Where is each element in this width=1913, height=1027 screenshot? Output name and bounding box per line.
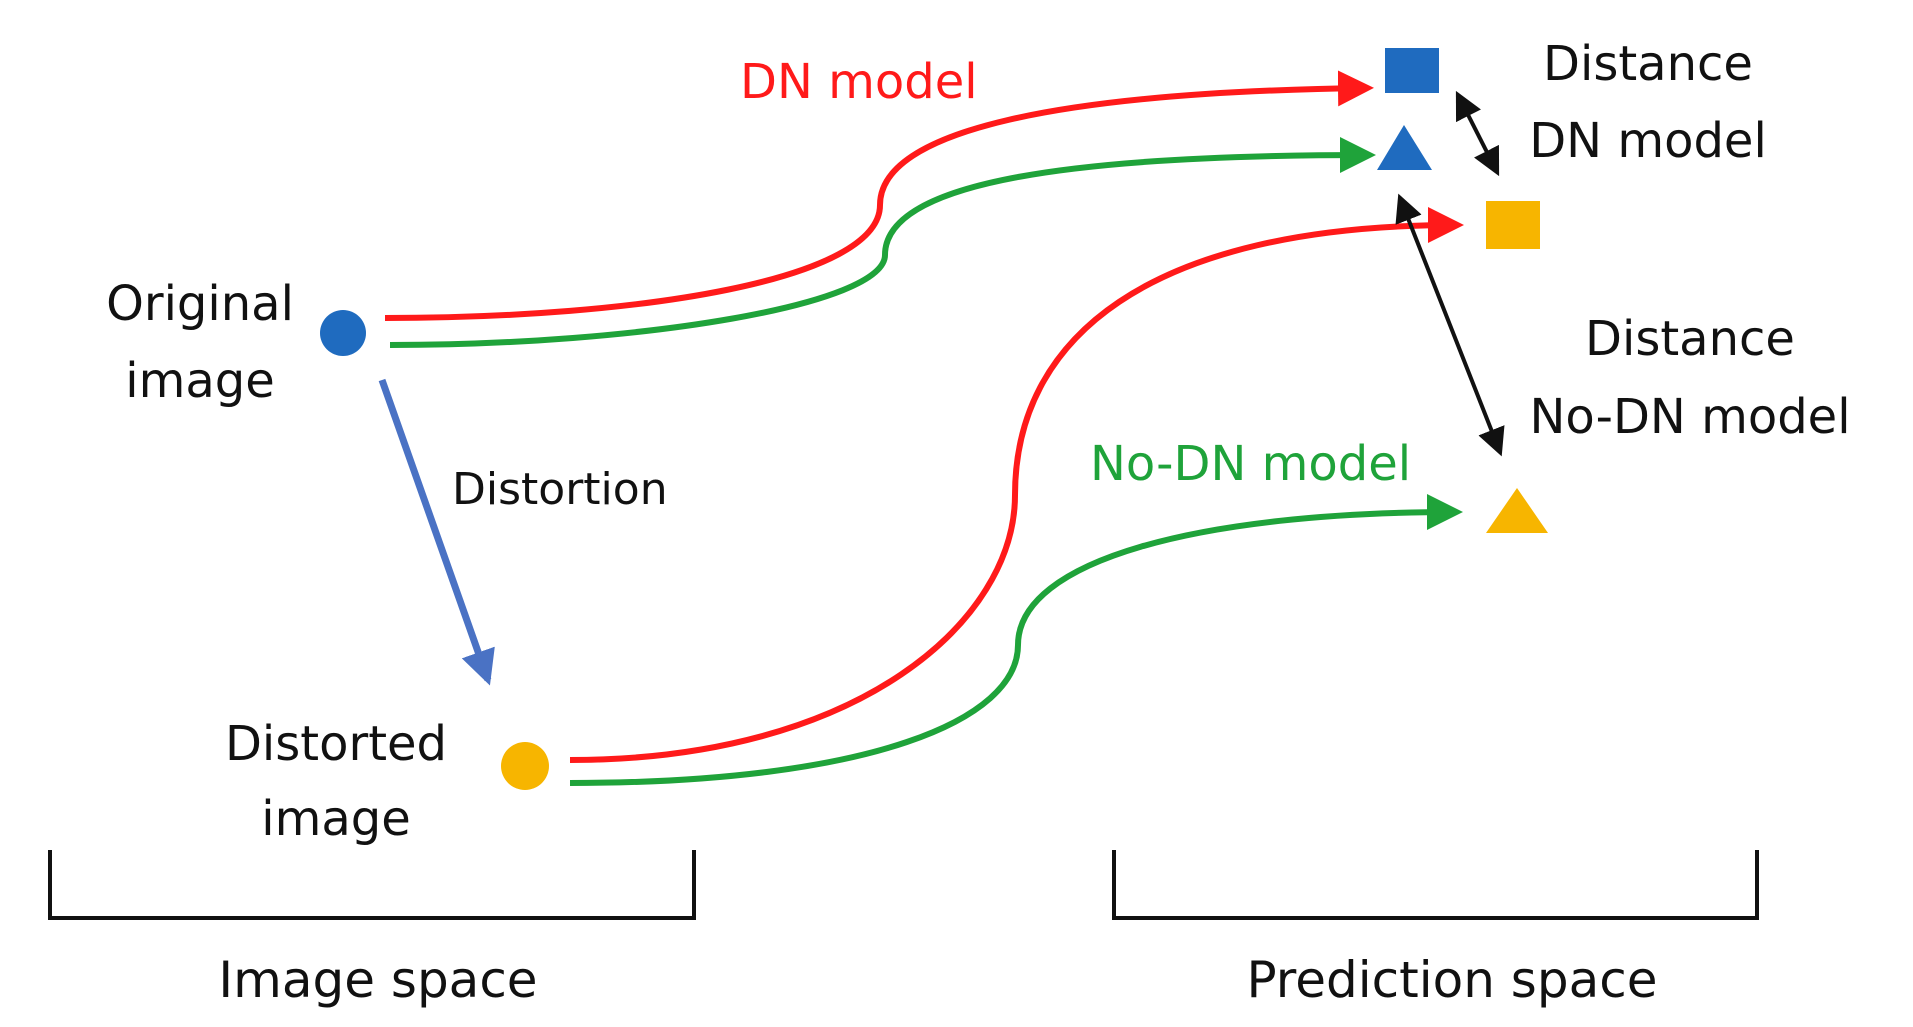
original-nodn-prediction-triangle: [1377, 125, 1432, 170]
distance-nodn-label-line1: Distance: [1585, 311, 1795, 367]
dn-path-distorted: [569, 207, 1464, 763]
distance-dn-arrow: [1455, 90, 1500, 177]
image-space-label: Image space: [218, 951, 537, 1009]
original-image-dot: [320, 310, 366, 356]
original-image-label-line1: Original: [106, 276, 294, 332]
no-dn-model-label: No-DN model: [1090, 436, 1411, 492]
distorted-image-label-line2: image: [261, 791, 411, 847]
no-dn-path-distorted: [569, 494, 1463, 786]
distorted-nodn-prediction-triangle: [1486, 488, 1548, 533]
distorted-image-label-line1: Distorted: [225, 716, 447, 772]
original-dn-prediction-square: [1385, 48, 1439, 93]
distorted-image-dot: [501, 742, 549, 790]
dn-path-original: [384, 70, 1374, 321]
image-space-bracket: [48, 850, 696, 920]
distorted-dn-prediction-square: [1486, 201, 1540, 249]
distance-dn-label-line2: DN model: [1529, 113, 1767, 169]
distance-dn-label-line1: Distance: [1543, 36, 1753, 92]
distortion-arrow: [378, 378, 495, 686]
distance-nodn-label-line2: No-DN model: [1529, 389, 1850, 445]
prediction-space-label: Prediction space: [1247, 951, 1658, 1009]
dn-model-label: DN model: [740, 54, 978, 110]
prediction-space-bracket: [1112, 850, 1759, 920]
distance-nodn-arrow: [1395, 193, 1505, 457]
no-dn-path-original: [389, 137, 1376, 348]
original-image-label-line2: image: [125, 353, 275, 409]
distortion-label: Distortion: [452, 464, 668, 515]
